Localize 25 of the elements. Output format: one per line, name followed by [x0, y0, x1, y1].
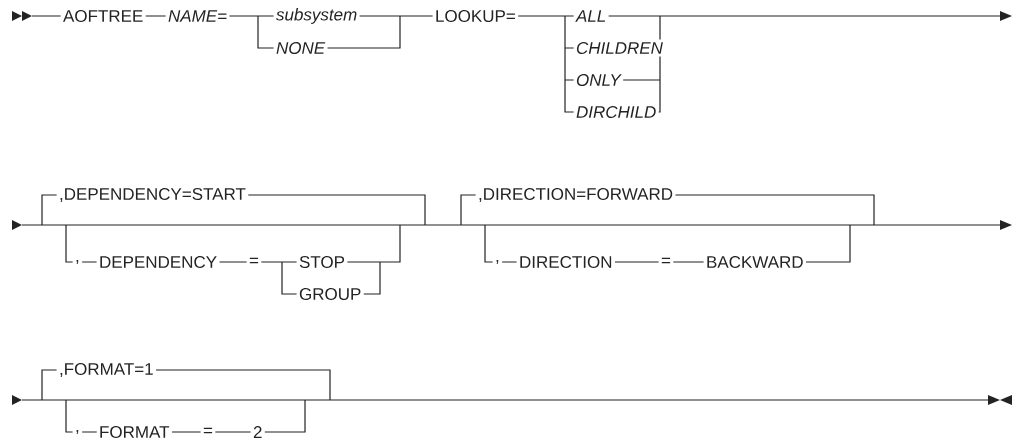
syntax-keyword: BACKWARD	[703, 253, 806, 271]
syntax-keyword: AOFTREE	[60, 7, 146, 25]
syntax-keyword: DEPENDENCY	[96, 253, 220, 271]
syntax-keyword: ,	[72, 427, 83, 437]
syntax-keyword: NONE	[273, 39, 328, 57]
syntax-keyword: ,DEPENDENCY=START	[56, 185, 249, 205]
syntax-keyword: ,DIRECTION=FORWARD	[475, 185, 676, 205]
syntax-keyword: STOP	[296, 253, 348, 271]
syntax-keyword: ,FORMAT=1	[56, 360, 156, 380]
syntax-keyword: FORMAT	[96, 423, 172, 440]
syntax-keyword: NAME=	[165, 7, 230, 25]
syntax-keyword: LOOKUP=	[432, 7, 519, 25]
syntax-keyword: =	[246, 255, 262, 269]
syntax-keyword: DIRECTION	[516, 253, 615, 271]
syntax-keyword: DIRCHILD	[573, 103, 659, 121]
syntax-keyword: CHILDREN	[573, 39, 666, 57]
syntax-keyword: GROUP	[296, 285, 364, 303]
syntax-keyword: ONLY	[573, 71, 624, 89]
syntax-keyword: ,	[492, 257, 503, 267]
syntax-keyword: subsystem	[273, 5, 360, 27]
syntax-keyword: ALL	[573, 7, 609, 25]
syntax-keyword: =	[658, 255, 674, 269]
syntax-keyword: ,	[72, 257, 83, 267]
syntax-keyword: =	[200, 425, 216, 439]
syntax-keyword: 2	[250, 423, 265, 440]
